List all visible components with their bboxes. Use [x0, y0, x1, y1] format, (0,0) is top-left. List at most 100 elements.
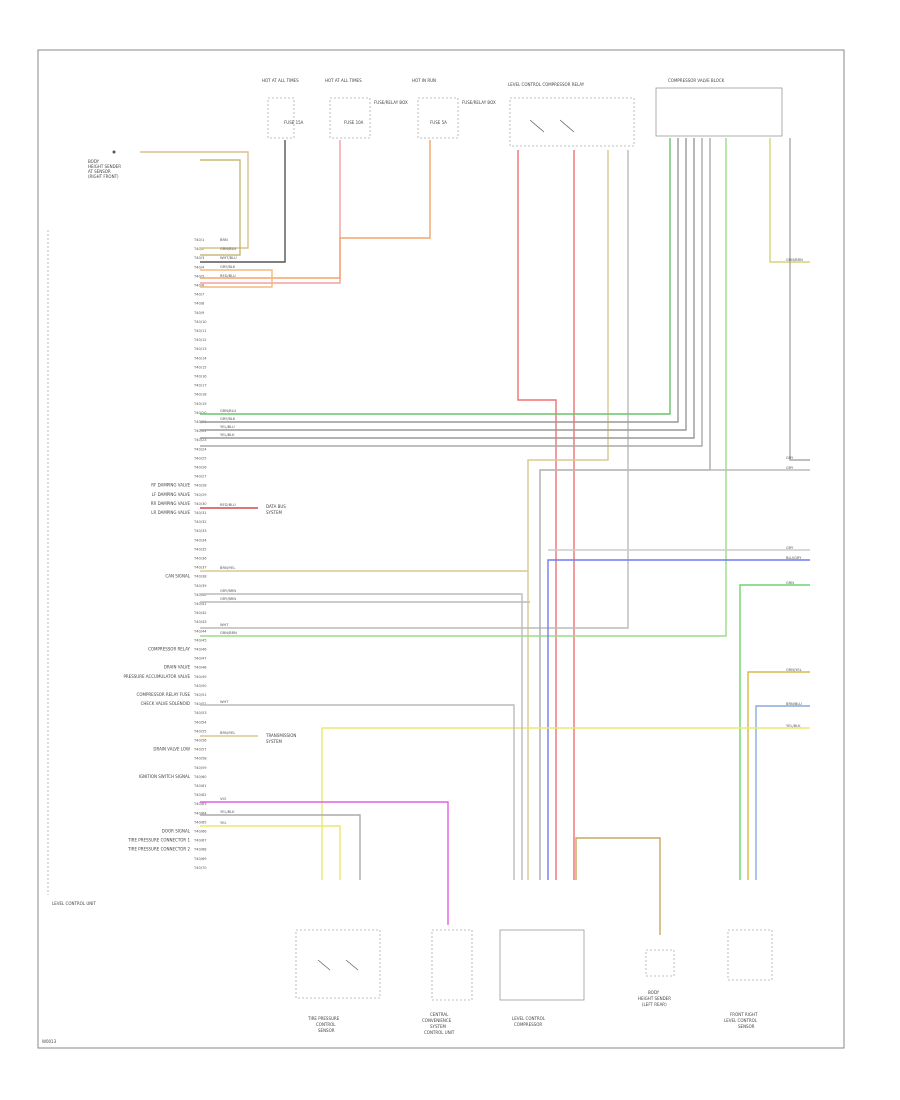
- module-pin: T40/43: [193, 620, 207, 624]
- module-pin: T40/16: [193, 375, 207, 379]
- module-pin: T40/61: [193, 784, 207, 788]
- compressor-box: [499, 929, 585, 1001]
- level-control-compressor: LEVEL CONTROL COMPRESSOR: [499, 929, 585, 1027]
- can-note-2: SYSTEM: [266, 510, 282, 515]
- module-pin: T40/9: [193, 311, 205, 315]
- valve-block-box: [655, 87, 783, 137]
- height-sensor-line-2: LEVEL CONTROL: [724, 1018, 758, 1023]
- valve-wire-gry-1: [200, 138, 679, 423]
- fuse3-title: HOT IN RUN: [412, 78, 436, 83]
- right-reference-label: GRY: [786, 466, 794, 470]
- module-pin: T40/46: [193, 648, 207, 652]
- module-pin: T40/68: [193, 848, 207, 852]
- module-pin: T40/52: [193, 702, 207, 706]
- module-pin: T40/12: [193, 338, 207, 342]
- module-pin: T40/40: [193, 593, 207, 597]
- fuse-block-1: HOT AT ALL TIMES FUSE 15A: [200, 78, 304, 263]
- wire-label-drain-1: GRY/BRN: [220, 589, 236, 593]
- wire-label-fuse-relay-2: GRN/BRN: [220, 631, 237, 635]
- module-pin: T40/27: [193, 475, 207, 479]
- module-pin: T40/3: [193, 256, 204, 260]
- right-reference-label: BLU/GRY: [786, 556, 802, 560]
- wire-blue: [547, 559, 810, 880]
- wire-label-sensor-4: GRY/BLK: [220, 265, 236, 269]
- relay-wire-red: [517, 150, 557, 880]
- module-pin: T40/38: [193, 575, 207, 579]
- module-name: LEVEL CONTROL UNIT: [52, 901, 96, 906]
- module-pin: T40/25: [193, 456, 207, 460]
- valve-wire-gry-6: [789, 138, 810, 461]
- compressor-valve-block: COMPRESSOR VALVE BLOCK: [200, 78, 810, 880]
- module-pin: T40/26: [193, 466, 207, 470]
- valve-wire-gry-4: [200, 138, 703, 447]
- relay-switch-icon-2: [559, 119, 575, 133]
- module-pin-label: RR DAMPING VALVE: [151, 501, 191, 506]
- wire-label-sensor-2: GRN/BLU: [220, 247, 236, 251]
- module-pin: T40/65: [193, 820, 207, 824]
- sender-box: [645, 949, 675, 977]
- module-pin: T40/57: [193, 748, 207, 752]
- module-pin: T40/39: [193, 584, 207, 588]
- module-pin: T40/24: [193, 447, 207, 451]
- module-pin: T40/63: [193, 802, 207, 806]
- module-pin: T40/48: [193, 666, 207, 670]
- fuse3-box: [417, 97, 459, 139]
- wire-label-can: RED/BLU: [220, 503, 236, 507]
- module-pin: T40/5: [193, 274, 204, 278]
- module-pin: T40/18: [193, 393, 207, 397]
- module-pin: T40/30: [193, 502, 207, 506]
- wire-door: [200, 801, 449, 925]
- module-pin: T40/7: [193, 293, 204, 297]
- module-pin: T40/13: [193, 347, 207, 351]
- ccm-box: [431, 929, 473, 1001]
- wire-label-damping-3: YEL/BLU: [220, 425, 235, 429]
- tps-switch-icon-2: [345, 959, 359, 971]
- module-pin: T40/29: [193, 493, 207, 497]
- module-pin: T40/2: [193, 247, 204, 251]
- module-pin: T40/41: [193, 602, 207, 606]
- fuse2-title: HOT AT ALL TIMES: [325, 78, 362, 83]
- module-pin: T40/42: [193, 611, 207, 615]
- wire-green-right: [739, 584, 810, 880]
- module-pin: T40/56: [193, 739, 207, 743]
- ccm-line-3: SYSTEM: [430, 1024, 446, 1029]
- tps-line-1: TIRE PRESSURE: [307, 1016, 340, 1021]
- sensor-wire-b: [200, 159, 241, 256]
- module-pin: T40/19: [193, 402, 207, 406]
- right-reference-label: GRN/YEL: [786, 668, 802, 672]
- fuse1-wire: [200, 140, 286, 263]
- fuse-block-2: HOT AT ALL TIMES FUSE 10A FUSE/RELAY BOX: [200, 78, 408, 284]
- left-sensor-line-3: AT SENSOR: [88, 169, 111, 174]
- fuse3-box-label: FUSE/RELAY BOX: [462, 100, 496, 105]
- module-pin-label: CAN SIGNAL: [165, 574, 190, 579]
- wire-compressor-feed: [575, 837, 661, 935]
- module-pin: T40/6: [193, 284, 205, 288]
- module-pin: T40/1: [193, 238, 204, 242]
- fuse3-wire: [200, 140, 431, 279]
- wire-label-damping-2: GRY/BLK: [220, 417, 236, 421]
- fuse3-wire-b: [200, 269, 273, 288]
- module-pin: T40/31: [193, 511, 207, 515]
- fuse2-box: [329, 97, 371, 139]
- module-pin-list: T40/1T40/2T40/3T40/4T40/5T40/6T40/7T40/8…: [193, 238, 207, 870]
- module-pin-label: DRAIN VALVE LOW: [153, 747, 190, 752]
- wire-label-sensor-1: BRN: [220, 238, 228, 242]
- sender-line-1: BODY: [648, 990, 660, 995]
- module-pin: T40/55: [193, 729, 207, 733]
- module-pin: T40/32: [193, 520, 207, 524]
- left-sensor-line-4: (RIGHT FRONT): [88, 174, 119, 179]
- valve-wire-gry-2: [200, 138, 687, 431]
- body-height-sender-left-rear: BODY HEIGHT SENDER (LEFT REAR): [638, 949, 675, 1007]
- wire-label-door-3: YEL: [220, 821, 226, 825]
- valve-block-title: COMPRESSOR VALVE BLOCK: [668, 78, 725, 83]
- module-pin: T40/14: [193, 356, 207, 360]
- valve-wire-grn: [200, 138, 671, 415]
- left-sensor-line-2: HEIGHT SENDER: [88, 164, 121, 169]
- module-pin-label: COMPRESSOR RELAY: [148, 647, 190, 652]
- module-pin-label: DRAIN VALVE: [164, 665, 191, 670]
- fuse2-wire: [200, 140, 341, 284]
- module-pin: T40/35: [193, 547, 207, 551]
- front-right-level-sensor: FRONT RIGHT LEVEL CONTROL SENSOR: [724, 929, 773, 1029]
- module-pin: T40/36: [193, 557, 207, 561]
